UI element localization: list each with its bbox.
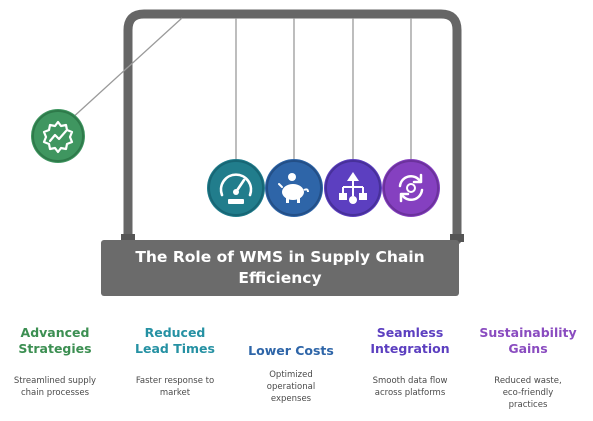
cradle-frame [123, 9, 462, 245]
ball-network [324, 159, 382, 217]
pillar-title: Lower Costs [248, 343, 334, 358]
gear-chart-icon [42, 120, 74, 154]
piggy-bank-icon [278, 173, 309, 203]
title-line-1: The Role of WMS in Supply Chain [135, 248, 425, 266]
ball-speedometer [207, 159, 265, 217]
frame-foot-right [450, 234, 464, 242]
speedometer-icon [219, 173, 253, 204]
ball-piggy-bank [265, 159, 323, 217]
network-icon [339, 172, 367, 204]
title-line-2: Efficiency [238, 269, 322, 287]
diagram-title: The Role of WMS in Supply Chain Efficien… [101, 240, 459, 296]
frame-foot-left [121, 234, 135, 242]
swing-ball [31, 109, 85, 163]
swing-string [69, 17, 183, 121]
ball-recycle [382, 159, 440, 217]
recycle-icon [398, 173, 424, 203]
